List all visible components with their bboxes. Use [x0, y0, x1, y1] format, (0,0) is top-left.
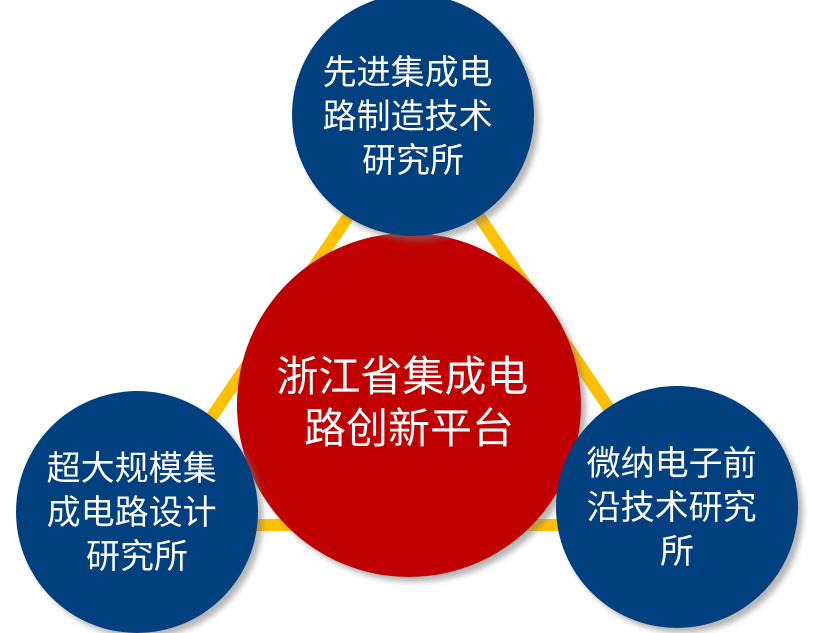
left-label-line-3: 研究所 [86, 537, 188, 577]
top-label-line-1: 先进集成电 [323, 53, 493, 93]
left-circle [16, 391, 258, 633]
right-label: 微纳电子前 沿技术研究 所 [587, 444, 768, 572]
right-label-line-2: 沿技术研究 [587, 488, 757, 528]
left-node: 超大规模集 成电路设计 研究所 [16, 391, 258, 633]
top-circle [292, 0, 534, 236]
center-label-line-2: 路创新平台 [304, 404, 514, 453]
top-label-line-2: 路制造技术 [323, 97, 493, 137]
top-node: 先进集成电 路制造技术 研究所 [292, 0, 534, 236]
left-label-line-2: 成电路设计 [47, 493, 217, 533]
left-label-line-1: 超大规模集 [47, 449, 217, 489]
top-label: 先进集成电 路制造技术 研究所 [323, 53, 504, 181]
center-circle [237, 233, 581, 577]
center-node: 浙江省集成电 路创新平台 [237, 233, 581, 577]
center-label-line-1: 浙江省集成电 [276, 352, 528, 401]
right-node: 微纳电子前 沿技术研究 所 [556, 386, 798, 628]
right-circle [556, 386, 798, 628]
left-label: 超大规模集 成电路设计 研究所 [47, 449, 228, 577]
right-label-line-3: 所 [660, 532, 694, 572]
center-label: 浙江省集成电 路创新平台 [276, 352, 541, 453]
top-label-line-3: 研究所 [362, 141, 464, 181]
right-label-line-1: 微纳电子前 [587, 444, 757, 484]
